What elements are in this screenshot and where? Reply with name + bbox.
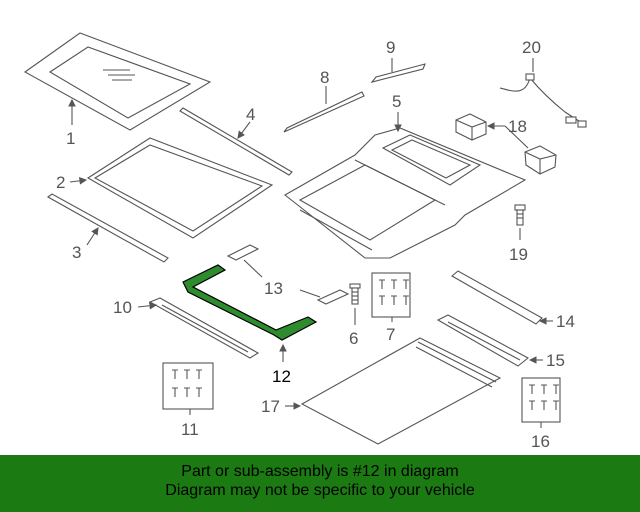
callout-6: 6 [349, 329, 358, 348]
part-12-front-frame-highlighted[interactable] [182, 264, 318, 341]
callout-5: 5 [392, 92, 401, 111]
part-3-drain-trough[interactable] [46, 193, 169, 263]
callout-11: 11 [181, 420, 199, 439]
callout-18: 18 [508, 117, 527, 136]
part-1-glass-panel[interactable] [23, 32, 212, 131]
callout-14: 14 [556, 312, 575, 331]
part-11-clip-set[interactable] [162, 362, 214, 410]
callout-2: 2 [56, 173, 65, 192]
part-13-brackets[interactable] [226, 244, 350, 305]
callout-16: 16 [531, 432, 550, 451]
part-20-wire-harness[interactable] [499, 73, 587, 128]
part-12-shape [182, 264, 318, 341]
part-9-guide-rail[interactable] [370, 63, 426, 83]
callout-8: 8 [320, 68, 329, 87]
callout-7: 7 [386, 325, 395, 344]
part-18-motor[interactable] [455, 113, 557, 175]
part-2-glass-seal[interactable] [86, 137, 274, 239]
part-7-clip-set[interactable] [371, 272, 411, 318]
part-10-side-rail[interactable] [148, 297, 260, 359]
callout-9: 9 [386, 38, 395, 57]
callout-1: 1 [66, 129, 75, 148]
part-8-trim-strip[interactable] [283, 91, 365, 133]
callout-15: 15 [546, 351, 565, 370]
part-16-clip-set[interactable] [521, 377, 561, 423]
callout-20: 20 [522, 38, 541, 57]
callout-13: 13 [264, 279, 283, 298]
info-banner: Part or sub-assembly is #12 in diagram D… [0, 455, 640, 512]
part-19-screw[interactable] [514, 204, 526, 226]
sunroof-parts-diagram: 1 2 3 4 5 6 [23, 32, 587, 451]
part-14-reinforcement[interactable] [451, 270, 543, 325]
callout-19: 19 [509, 245, 528, 264]
callout-4: 4 [246, 105, 255, 124]
part-17-sunshade[interactable] [300, 337, 502, 445]
banner-line-2: Diagram may not be specific to your vehi… [165, 482, 475, 499]
callout-10: 10 [113, 298, 132, 317]
part-6-bolt[interactable] [349, 283, 361, 305]
part-15-rear-rail[interactable] [436, 314, 529, 367]
callout-12: 12 [272, 367, 291, 386]
banner-line-1: Part or sub-assembly is #12 in diagram [181, 463, 459, 480]
part-4-weatherstrip[interactable] [179, 107, 293, 176]
callout-17: 17 [261, 397, 280, 416]
callout-3: 3 [72, 243, 81, 262]
part-5-sunroof-frame[interactable] [284, 127, 527, 259]
